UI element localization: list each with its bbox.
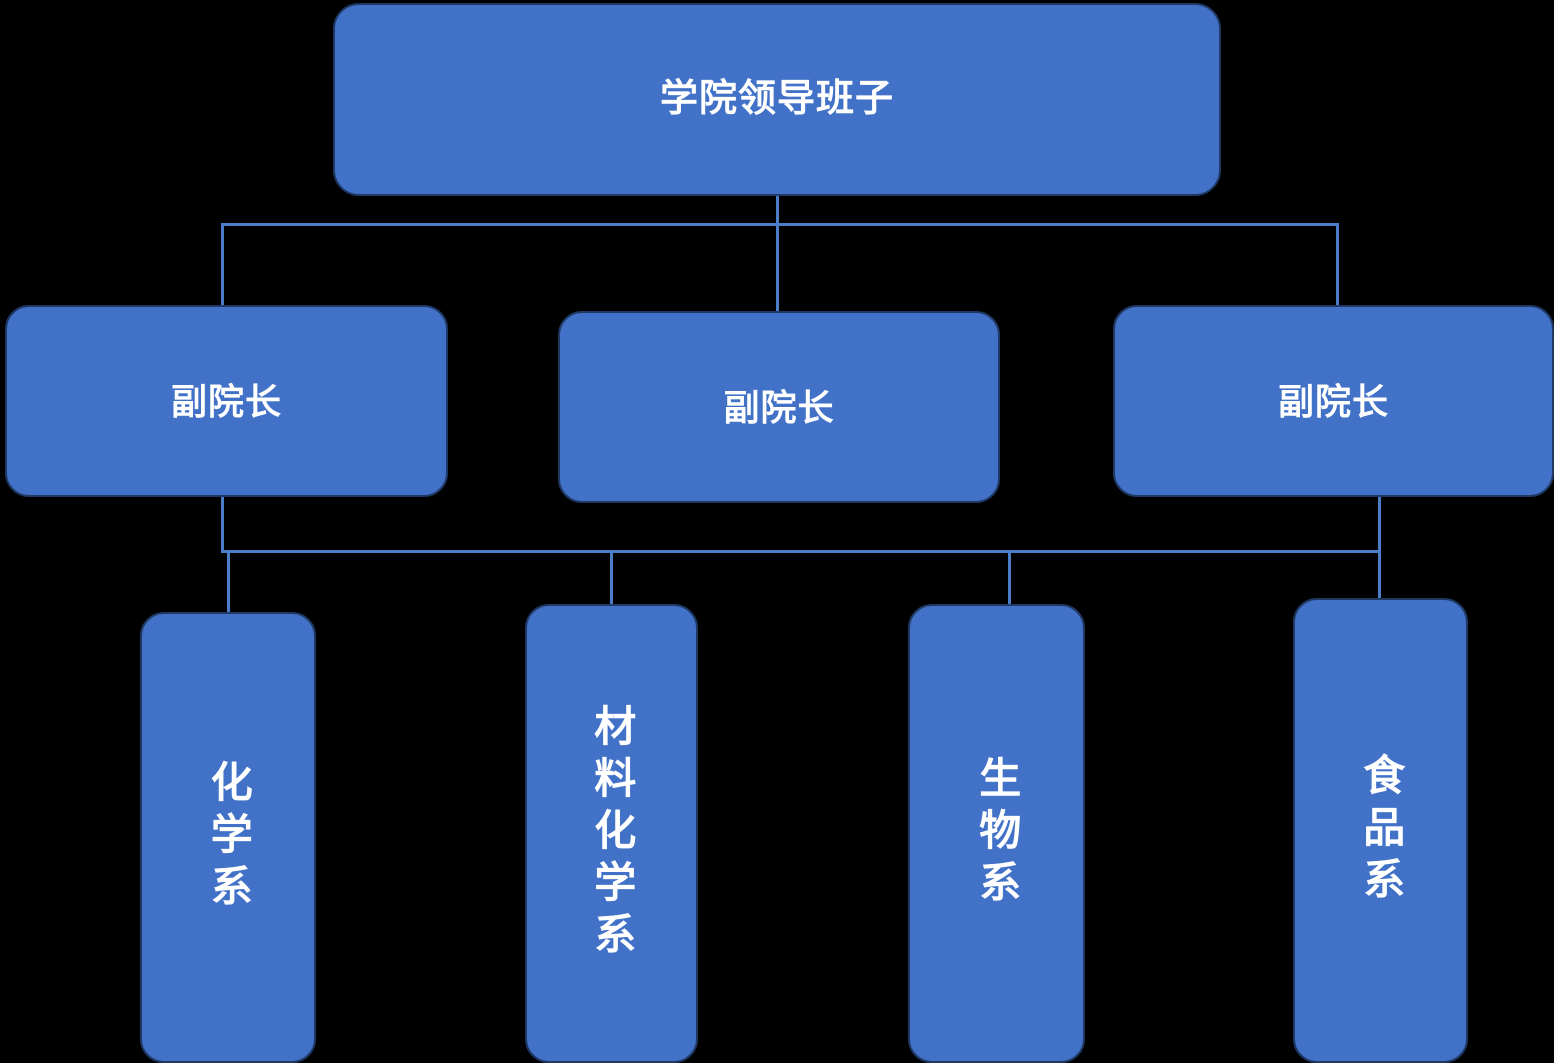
node-label-dept-chemistry: 化学系	[205, 759, 253, 916]
node-vice-dean-1[interactable]: 副院长	[5, 305, 448, 497]
node-label-dept-food: 食品系	[1357, 752, 1405, 909]
connector-to-dept-chemistry	[227, 550, 230, 612]
connector-level2-bus	[221, 223, 1339, 226]
connector-to-vice-dean-3	[1336, 223, 1339, 308]
node-label-college-leadership: 学院领导班子	[659, 77, 894, 120]
node-dept-materials-chemistry[interactable]: 材料化学系	[525, 604, 698, 1063]
connector-to-vice-dean-1	[221, 223, 224, 308]
connector-level3-bus	[221, 550, 1381, 553]
connector-to-vice-dean-2	[776, 223, 779, 314]
node-dept-chemistry[interactable]: 化学系	[140, 612, 316, 1063]
node-label-dept-materials-chemistry: 材料化学系	[588, 703, 636, 964]
connector-to-dept-food	[1378, 550, 1381, 598]
connector-root-stem	[776, 196, 779, 226]
connector-to-dept-materials-chemistry	[610, 550, 613, 604]
node-vice-dean-2[interactable]: 副院长	[558, 311, 1000, 503]
node-college-leadership[interactable]: 学院领导班子	[333, 3, 1221, 196]
node-label-vice-dean-1: 副院长	[170, 380, 282, 422]
node-label-dept-biology: 生物系	[973, 755, 1021, 912]
node-dept-biology[interactable]: 生物系	[908, 604, 1085, 1063]
node-label-vice-dean-2: 副院长	[723, 386, 835, 428]
connector-to-dept-biology	[1008, 550, 1011, 604]
connector-vice-dean-3-stem	[1378, 497, 1381, 553]
node-dept-food[interactable]: 食品系	[1293, 598, 1468, 1063]
connector-vice-dean-1-stem	[221, 497, 224, 553]
node-label-vice-dean-3: 副院长	[1277, 380, 1389, 422]
node-vice-dean-3[interactable]: 副院长	[1113, 305, 1554, 497]
